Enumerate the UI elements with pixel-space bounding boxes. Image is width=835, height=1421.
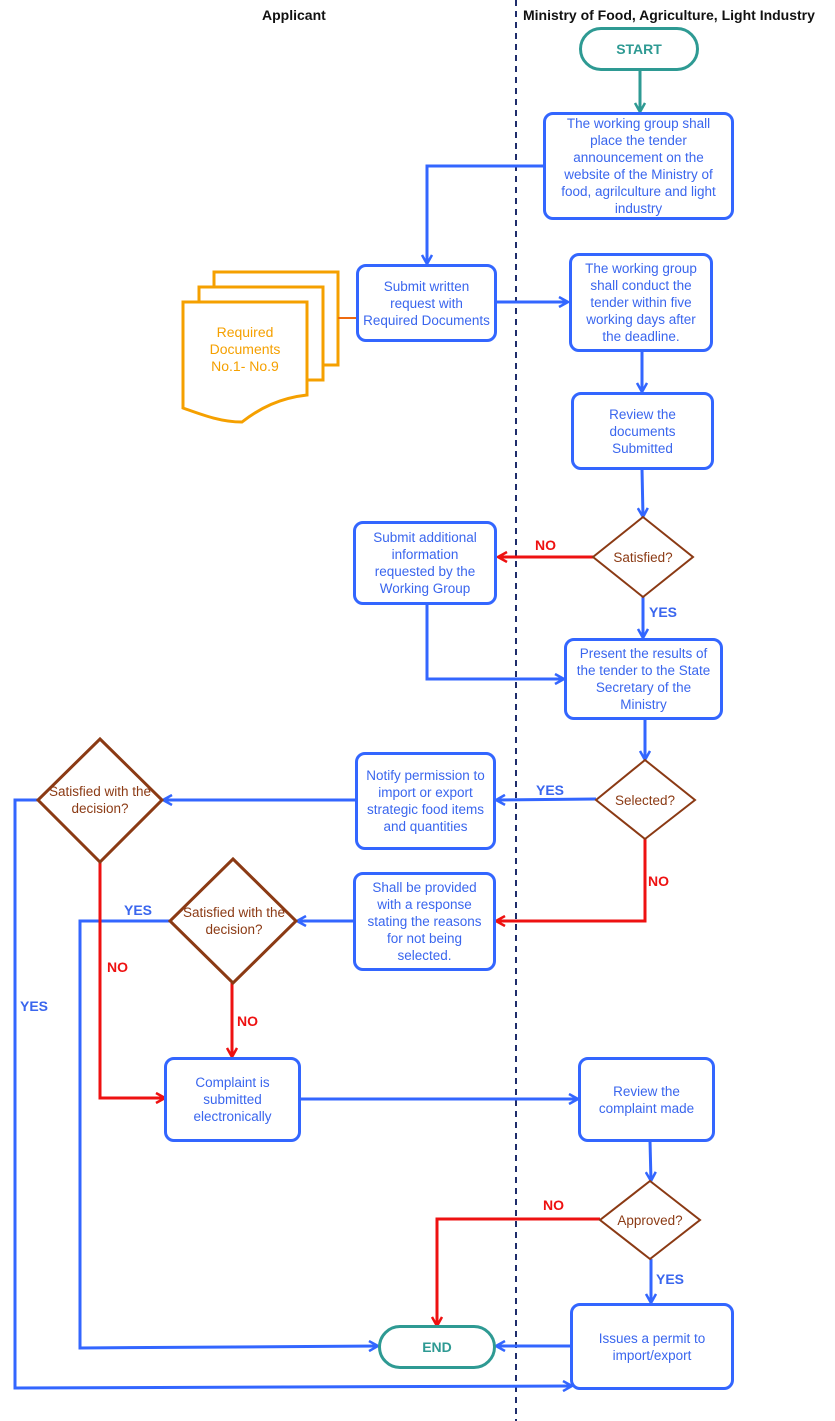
- edge-decision1-no: [98, 862, 165, 1098]
- process-notify-permission: Notify permission to import or export st…: [355, 752, 496, 850]
- edge-approved-no: [437, 1217, 600, 1326]
- lane-title-ministry: Ministry of Food, Agriculture, Light Ind…: [523, 7, 815, 23]
- decision-satisfied-with-decision-2-label: Satisfied with the decision?: [182, 905, 286, 937]
- process-issue-permit: Issues a permit to import/export: [570, 1303, 734, 1390]
- decision-satisfied-with-decision-2: [167, 856, 299, 986]
- label-decision1-no: NO: [107, 959, 128, 975]
- decision-satisfied-label: Satisfied?: [613, 549, 673, 565]
- edge-announce-submit: [427, 164, 544, 264]
- decision-satisfied: [591, 515, 695, 599]
- edge-review-satisfied: [642, 468, 643, 517]
- decision-selected: [594, 758, 697, 841]
- edge-additional-present: [425, 604, 564, 679]
- lane-title-applicant: Applicant: [262, 7, 326, 23]
- decision-satisfied-with-decision-1-label: Satisfied with the decision?: [48, 784, 152, 816]
- documents-stack-icon: [181, 270, 340, 424]
- label-decision2-no: NO: [237, 1013, 258, 1029]
- process-review-documents: Review the documents Submitted: [571, 392, 714, 470]
- label-approved-yes: YES: [656, 1271, 685, 1287]
- process-submit-request: Submit written request with Required Doc…: [356, 264, 497, 342]
- edge-review-approved: [650, 1140, 651, 1181]
- label-approved-no: NO: [543, 1197, 564, 1213]
- process-provide-response: Shall be provided with a response statin…: [353, 872, 496, 971]
- label-satisfied-yes: YES: [649, 604, 678, 620]
- label-selected-no: NO: [648, 873, 669, 889]
- process-announce-tender: The working group shall place the tender…: [543, 112, 734, 220]
- decision-selected-label: Selected?: [614, 792, 676, 808]
- edge-selected-yes: [496, 799, 597, 800]
- label-decision2-yes: YES: [124, 902, 153, 918]
- decision-approved: [598, 1179, 702, 1261]
- process-submit-complaint: Complaint is submitted electronically: [164, 1057, 301, 1142]
- edge-decision2-yes: [78, 919, 378, 1348]
- process-submit-additional-info: Submit additional information requested …: [353, 521, 497, 605]
- decision-satisfied-with-decision-1: [35, 736, 165, 865]
- label-satisfied-no: NO: [535, 537, 556, 553]
- label-selected-yes: YES: [536, 782, 565, 798]
- decision-approved-label: Approved?: [617, 1212, 683, 1228]
- end-terminal: END: [378, 1325, 496, 1369]
- edge-decision1-yes: [13, 798, 572, 1388]
- documents-label: Required Documents No.1- No.9: [209, 324, 281, 374]
- start-terminal: START: [579, 27, 699, 71]
- edge-selected-no: [496, 839, 647, 921]
- process-present-results: Present the results of the tender to the…: [564, 638, 723, 720]
- process-review-complaint: Review the complaint made: [578, 1057, 715, 1142]
- label-decision1-yes: YES: [20, 998, 49, 1014]
- process-conduct-tender: The working group shall conduct the tend…: [569, 253, 713, 352]
